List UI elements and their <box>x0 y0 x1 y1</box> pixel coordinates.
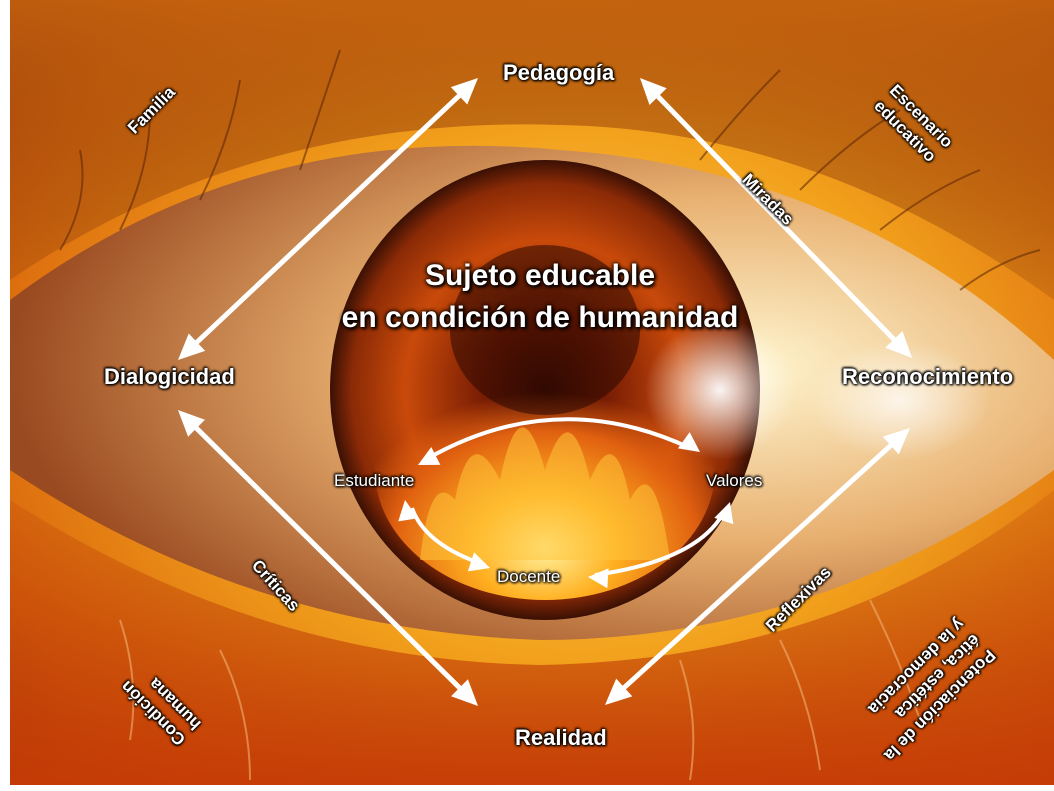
cycle-docente: Docente <box>497 567 560 587</box>
node-reconocimiento: Reconocimiento <box>842 364 1013 390</box>
node-pedagogia: Pedagogía <box>503 60 614 86</box>
cycle-valores: Valores <box>706 471 762 491</box>
node-realidad: Realidad <box>515 725 607 751</box>
node-dialogicidad: Dialogicidad <box>104 364 235 390</box>
cycle-estudiante: Estudiante <box>334 471 414 491</box>
title-line-2: en condición de humanidad <box>330 297 750 339</box>
title-line-1: Sujeto educable <box>330 255 750 297</box>
central-concept: Sujeto educable en condición de humanida… <box>330 255 750 339</box>
